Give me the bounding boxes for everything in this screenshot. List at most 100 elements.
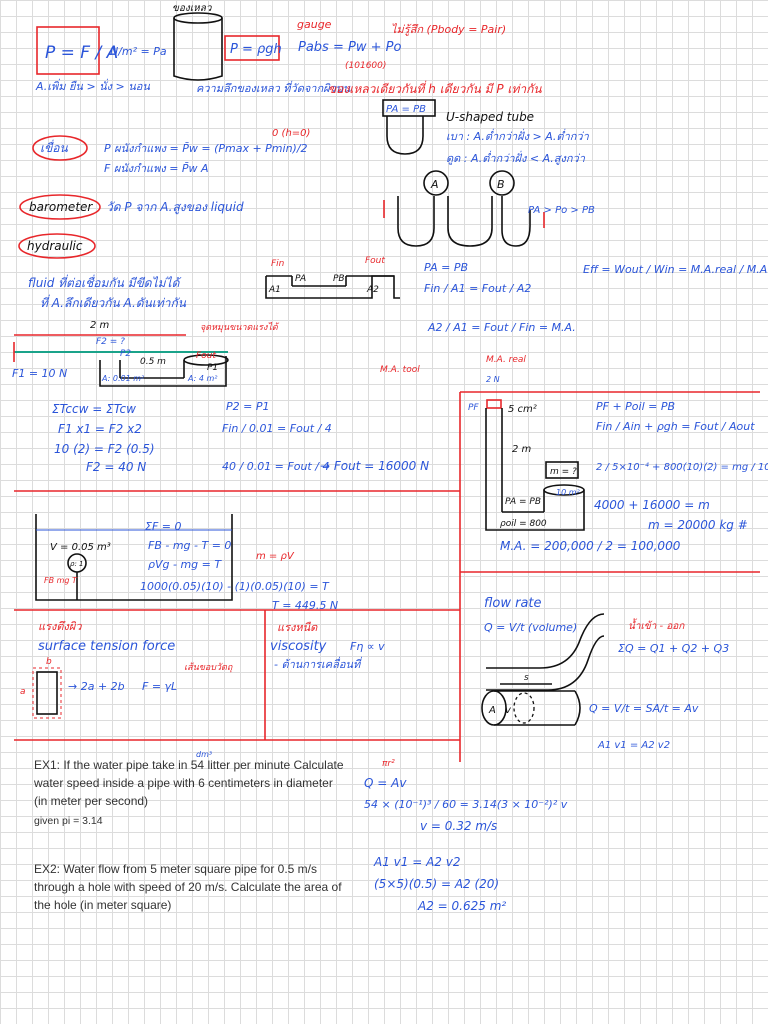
manometer-compare: PA > Po > PB (528, 205, 595, 216)
flow-sum: ΣQ = Q1 + Q2 + Q3 (618, 642, 729, 655)
buoy-eq-2: FB - mg - T = 0 (148, 539, 231, 552)
same-level-note: ของเหลวเดียวกันที่ h เดียวกัน มี P เท่าก… (328, 80, 542, 96)
flow-inout: น้ำเข้า - ออก (628, 618, 685, 632)
ignore-body-air-note: ไม่รู้สึก (Pbody = Pair) (391, 23, 506, 36)
ratio-eq-2: Fin / 0.01 = Fout / 4 (222, 422, 332, 435)
svg-text:m = ?: m = ? (550, 467, 577, 477)
svg-text:v: v (505, 705, 512, 716)
manometer-b (501, 196, 531, 247)
fulcrum-note: จุดหมุนขนาดแรงได้ (200, 321, 280, 333)
hyd-fin: Fin (271, 259, 285, 269)
ex2-text: EX2: Water flow from 5 meter square pipe… (34, 862, 342, 912)
ex1-step-1: Q = Av (364, 776, 407, 790)
buoyancy-volume: V = 0.05 m³ (50, 542, 111, 553)
manometer-a (397, 196, 435, 247)
oil-eq-2: Fin / Ain + ρgh = Fout / Aout (596, 420, 755, 433)
fout-result: → Fout = 16000 N (320, 459, 429, 473)
oil-answer: m = 20000 kg # (648, 518, 748, 532)
gauge-label: gauge (297, 18, 332, 31)
buoyancy-tank (35, 514, 233, 601)
svg-text:A2: A2 (366, 285, 379, 295)
hyd-fout: Fout (365, 256, 385, 266)
svg-text:PB: PB (333, 274, 345, 284)
surface-formula: F = γL (142, 680, 177, 693)
u-tube-sketch (386, 116, 424, 155)
torque-eq-4: F2 = 40 N (86, 460, 146, 474)
oil-ma: M.A. = 200,000 / 2 = 100,000 (500, 539, 681, 553)
continuity-eq: A1 v1 = A2 v2 (597, 740, 670, 751)
viscosity-note: - ต้านการเคลื่อนที่ (274, 656, 362, 671)
torque-eq-1: ΣTccw = ΣTcw (52, 402, 136, 416)
surface-perimeter: → 2a + 2b (68, 680, 125, 693)
torque-eq-2: F1 x1 = F2 x2 (58, 422, 142, 436)
pipe-bend-bottom (486, 635, 605, 691)
hyd-eq-2: Fin / A1 = Fout / A2 (424, 282, 531, 295)
tank-b (489, 170, 515, 196)
barometer-label-circle (19, 194, 101, 220)
svg-text:ρ: 1: ρ: 1 (70, 560, 83, 568)
svg-text:B: B (497, 178, 505, 191)
container-label: ของเหลว (172, 3, 213, 14)
pipe-bend-top (486, 613, 605, 669)
barometer-label: barometer (29, 200, 93, 214)
pi-r2-note: πr² (382, 759, 395, 769)
svg-text:2 m: 2 m (90, 320, 110, 331)
oil-press-vessel (485, 408, 585, 531)
area-note: A.เพิ่ม ยืน > นั่ง > นอน (35, 78, 150, 93)
svg-text:P1: P1 (207, 363, 218, 373)
buoy-eq-4: 1000(0.05)(10) - (1)(0.05)(10) = T (140, 580, 330, 593)
ex2-problem: EX2: Water flow from 5 meter square pipe… (34, 860, 344, 914)
svg-text:s: s (524, 673, 529, 683)
ma-real-note: M.A. real (486, 355, 526, 365)
flow-title: flow rate (484, 596, 542, 611)
pressure-definition: P = F / A (45, 43, 118, 63)
viscosity-relation: Fη ∝ v (350, 640, 385, 653)
svg-text:A: A (430, 178, 439, 191)
ma-tool-note: M.A. tool (380, 365, 420, 375)
dam-label: เขื่อน (40, 139, 69, 155)
viscosity-label: viscosity (270, 639, 327, 654)
atmospheric-value: (101600) (345, 61, 386, 71)
ratio-eq-1: P2 = P1 (226, 400, 269, 413)
svg-text:Fout: Fout (196, 351, 216, 361)
buoy-eq-3: ρVg - mg = T (148, 558, 222, 571)
svg-text:5 cm²: 5 cm² (508, 404, 537, 415)
ex1-given: given pi = 3.14 (34, 815, 103, 827)
pipe-eq: Q = V/t = SA/t = Av (589, 702, 699, 715)
svg-text:PA: PA (295, 274, 306, 284)
hydraulic-label-circle (18, 233, 96, 259)
ex2-step-2: (5×5)(0.5) = A2 (20) (374, 877, 499, 891)
svg-text:a: a (20, 687, 26, 697)
ex2-step-3: A2 = 0.625 m² (417, 899, 506, 913)
svg-text:0.5 m: 0.5 m (140, 357, 166, 367)
buoy-eq-1: ΣF = 0 (145, 520, 182, 533)
ex1-step-3: v = 0.32 m/s (420, 819, 497, 833)
efficiency: Eff = Wout / Win = M.A.real / M.A.tool (583, 263, 768, 276)
svg-text:P2: P2 (120, 349, 131, 359)
svg-text:PF: PF (468, 403, 479, 413)
dam-label-circle (32, 135, 88, 161)
barometer-desc: วัด P จาก A.สูงของ liquid (106, 200, 244, 215)
depth-note: ความลึกของเหลว ที่วัดจากผิวบน (196, 80, 351, 95)
oil-eq-1: PF + Poil = PB (596, 400, 675, 413)
fluid-note-1: fluid ที่ต่อเชื่อมกัน มีขีดไม่ได้ (28, 274, 182, 290)
torque-eq-3: 10 (2) = F2 (0.5) (54, 442, 155, 456)
dam-average-pressure: P ผนังกำแพง = P̄w = (Pmax + Pmin)/2 (104, 142, 308, 155)
fluid-note-2: ที่ A.ลึกเดียวกัน A.ดันเท่ากัน (40, 294, 187, 310)
hyd-eq-1: PA = PB (424, 261, 468, 274)
container-sketch (173, 18, 223, 81)
tank-a (423, 170, 449, 196)
surface-len-label: เส้นขอบวัตถุ (184, 662, 233, 673)
oil-eq-4: 4000 + 16000 = m (594, 498, 710, 512)
svg-text:A1: A1 (268, 285, 281, 295)
ex2-step-1: A1 v1 = A2 v2 (373, 855, 460, 869)
oil-fin-arrow: 2 N (486, 375, 500, 384)
pressure-units: N/m² = Pa (110, 45, 167, 58)
hyd-eq-3: A2 / A1 = Fout / Fin = M.A. (427, 321, 576, 334)
svg-text:F2 = ?: F2 = ? (96, 337, 125, 347)
ex1-step-2: 54 × (10⁻¹)³ / 60 = 3.14(3 × 10⁻²)² v (364, 798, 568, 811)
pa-eq-pb-boxed: PA = PB (386, 104, 426, 115)
svg-text:10 m²: 10 m² (556, 488, 581, 497)
